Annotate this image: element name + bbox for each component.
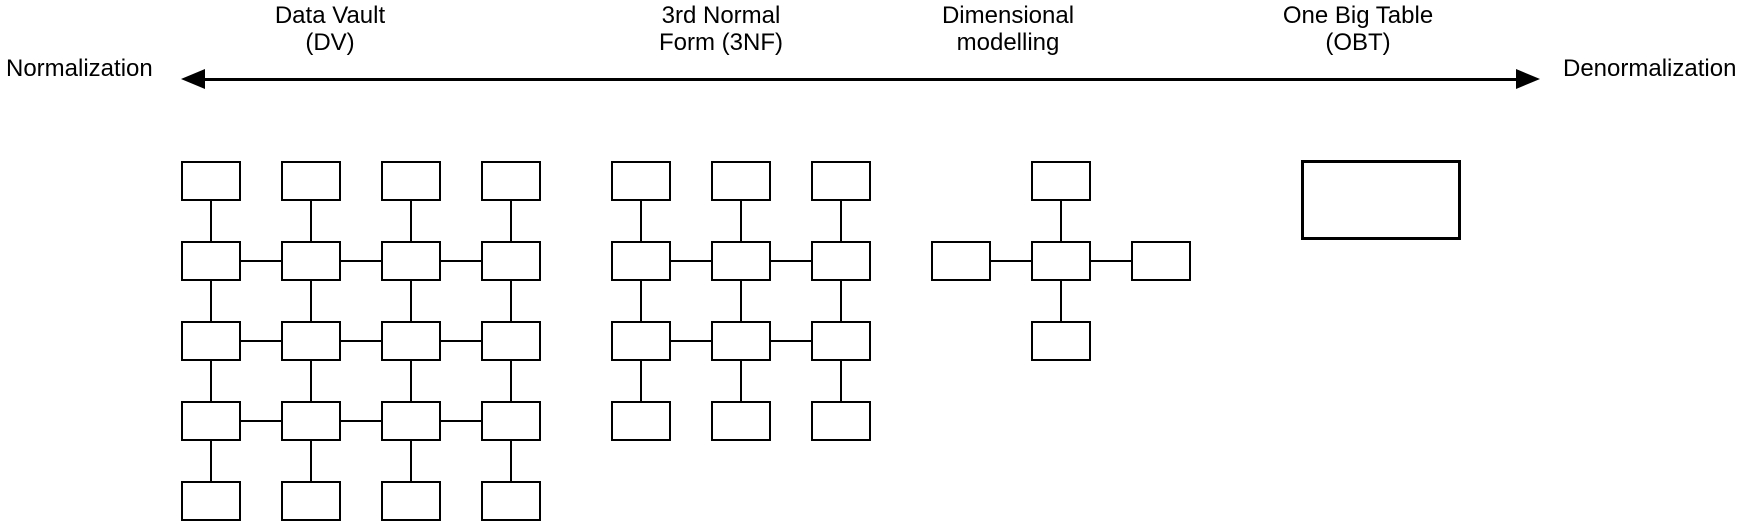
connector-line [210, 201, 212, 241]
connector-line [640, 281, 642, 321]
entity-box [611, 161, 671, 201]
entity-box [711, 241, 771, 281]
connector-line [671, 340, 711, 342]
label-third-normal-form: 3rd Normal Form (3NF) [659, 2, 783, 56]
connector-line [410, 441, 412, 481]
connector-line [1060, 281, 1062, 321]
connector-line [410, 281, 412, 321]
connector-line [341, 420, 381, 422]
denormalization-label: Denormalization [1563, 55, 1737, 82]
connector-line [210, 281, 212, 321]
entity-box [711, 321, 771, 361]
connector-line [341, 260, 381, 262]
connector-line [241, 340, 281, 342]
big-table-box [1301, 160, 1461, 240]
connector-line [410, 201, 412, 241]
connector-line [441, 340, 481, 342]
label-one-big-table: One Big Table (OBT) [1283, 2, 1433, 56]
arrow-left-head-icon [181, 69, 205, 89]
entity-box [611, 321, 671, 361]
connector-line [210, 441, 212, 481]
entity-box [1031, 321, 1091, 361]
label-line: (DV) [305, 29, 355, 56]
entity-box [381, 161, 441, 201]
entity-box [181, 481, 241, 521]
connector-line [1091, 260, 1131, 262]
entity-box [281, 401, 341, 441]
label-dimensional-modelling: Dimensional modelling [942, 2, 1074, 56]
entity-box [281, 241, 341, 281]
entity-box [611, 241, 671, 281]
label-line: Data Vault [274, 2, 386, 29]
entity-box [481, 161, 541, 201]
entity-box [811, 321, 871, 361]
connector-line [510, 201, 512, 241]
entity-box [1031, 161, 1091, 201]
entity-box [181, 161, 241, 201]
label-line: One Big Table [1282, 2, 1434, 29]
entity-box [281, 481, 341, 521]
connector-line [640, 201, 642, 241]
connector-line [1060, 201, 1062, 241]
entity-box [381, 241, 441, 281]
entity-box [381, 481, 441, 521]
entity-box [381, 321, 441, 361]
connector-line [310, 441, 312, 481]
connector-line [241, 420, 281, 422]
connector-line [510, 441, 512, 481]
normalization-label: Normalization [6, 55, 153, 82]
connector-line [210, 361, 212, 401]
entity-box [181, 241, 241, 281]
entity-box [481, 401, 541, 441]
connector-line [771, 340, 811, 342]
connector-line [310, 361, 312, 401]
entity-box [711, 401, 771, 441]
label-data-vault: Data Vault (DV) [275, 2, 385, 56]
entity-box [381, 401, 441, 441]
connector-line [510, 361, 512, 401]
entity-box [711, 161, 771, 201]
entity-box [481, 241, 541, 281]
connector-line [740, 281, 742, 321]
entity-box [481, 321, 541, 361]
entity-box [611, 401, 671, 441]
arrow-line [203, 78, 1518, 81]
connector-line [410, 361, 412, 401]
connector-line [510, 281, 512, 321]
connector-line [740, 201, 742, 241]
entity-box [281, 321, 341, 361]
connector-line [341, 340, 381, 342]
connector-line [241, 260, 281, 262]
connector-line [310, 281, 312, 321]
connector-line [740, 361, 742, 401]
connector-line [840, 281, 842, 321]
connector-line [640, 361, 642, 401]
label-line: 3rd Normal [661, 2, 781, 29]
entity-box [811, 401, 871, 441]
connector-line [991, 260, 1031, 262]
entity-box [181, 321, 241, 361]
connector-line [671, 260, 711, 262]
arrow-right-head-icon [1516, 69, 1540, 89]
entity-box [931, 241, 991, 281]
connector-line [840, 361, 842, 401]
label-line: Form (3NF) [659, 29, 783, 56]
connector-line [441, 260, 481, 262]
entity-box [811, 241, 871, 281]
connector-line [771, 260, 811, 262]
entity-box [811, 161, 871, 201]
connector-line [310, 201, 312, 241]
entity-box [481, 481, 541, 521]
entity-box [1131, 241, 1191, 281]
connector-line [441, 420, 481, 422]
label-line: (OBT) [1325, 29, 1391, 56]
entity-box [281, 161, 341, 201]
label-line: Dimensional [941, 2, 1075, 29]
connector-line [840, 201, 842, 241]
entity-box [181, 401, 241, 441]
label-line: modelling [956, 29, 1060, 56]
entity-box [1031, 241, 1091, 281]
